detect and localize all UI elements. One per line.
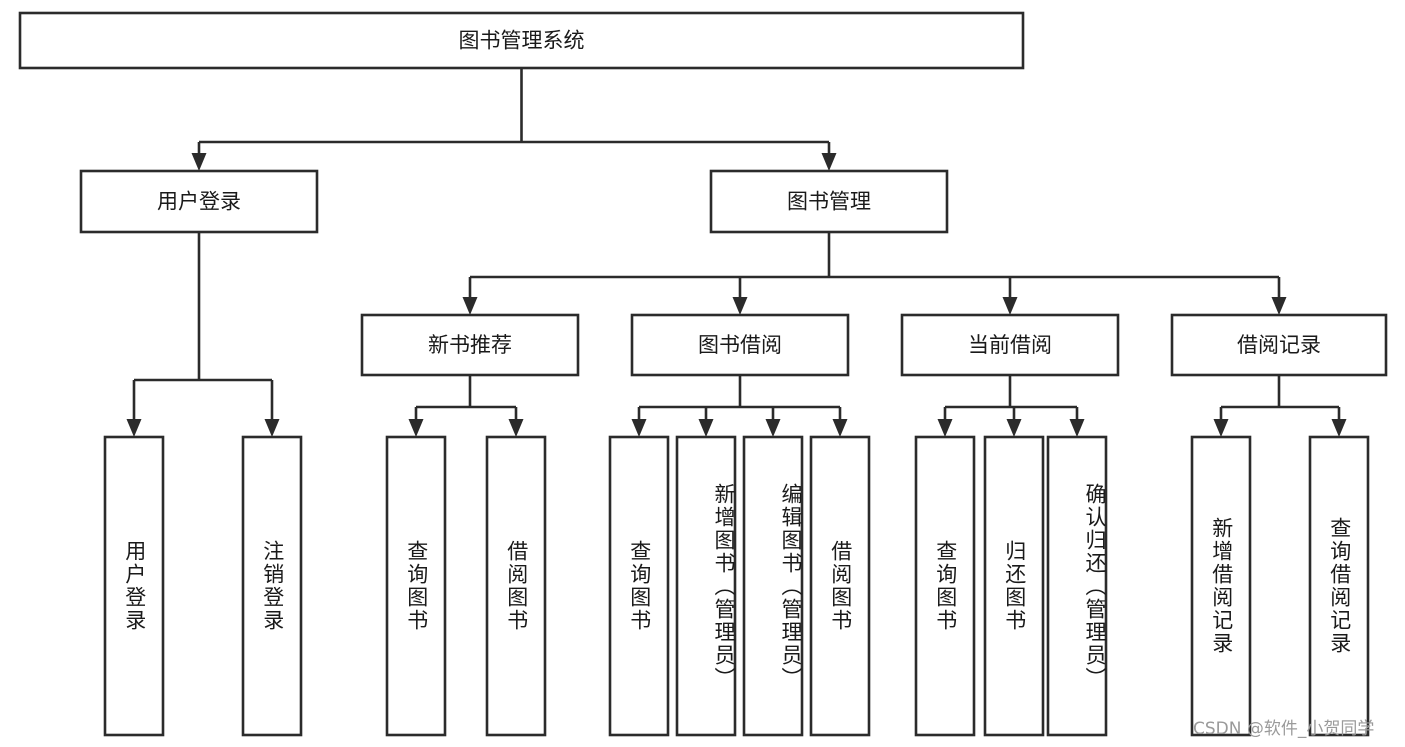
node-box-leaf-query-book-rec [385, 435, 447, 737]
node-box-root [18, 11, 1025, 70]
csdn-watermark: CSDN @软件_小贺同学 [1193, 719, 1375, 739]
node-leaf-confirm-return[interactable] [1046, 435, 1108, 737]
node-leaf-add-book[interactable] [675, 435, 737, 737]
node-box-leaf-query-book-borrow [608, 435, 670, 737]
arrow-head [832, 419, 848, 437]
node-label-user-login: 用户登录 [157, 190, 241, 214]
node-label-book-borrow: 图书借阅 [698, 333, 782, 357]
node-leaf-query-record[interactable] [1308, 435, 1370, 737]
node-label-new-book-recommend: 新书推荐 [428, 333, 512, 357]
node-leaf-borrow-book[interactable] [809, 435, 871, 737]
arrow-head [631, 419, 647, 437]
node-box-leaf-borrow-book-rec [485, 435, 547, 737]
node-box-leaf-query-record [1308, 435, 1370, 737]
arrow-head [1271, 297, 1287, 315]
node-new-book-recommend[interactable]: 新书推荐 [360, 313, 580, 377]
node-book-manage[interactable]: 图书管理 [709, 169, 949, 234]
arrow-head [408, 419, 424, 437]
arrow-head [821, 153, 837, 171]
arrow-head [264, 419, 280, 437]
node-leaf-query-book-borrow[interactable] [608, 435, 670, 737]
node-leaf-logout[interactable] [241, 435, 303, 737]
arrow-head [1006, 419, 1022, 437]
node-label-borrow-record: 借阅记录 [1237, 333, 1321, 357]
arrow-head [508, 419, 524, 437]
node-box-leaf-logout [241, 435, 303, 737]
node-box-leaf-borrow-book [809, 435, 871, 737]
node-borrow-record[interactable]: 借阅记录 [1170, 313, 1388, 377]
node-user-login[interactable]: 用户登录 [79, 169, 319, 234]
node-box-new-book-recommend [360, 313, 580, 377]
node-leaf-query-book-rec[interactable] [385, 435, 447, 737]
node-box-leaf-user-login [103, 435, 165, 737]
node-box-leaf-confirm-return [1046, 435, 1108, 737]
node-book-borrow[interactable]: 图书借阅 [630, 313, 850, 377]
arrow-head [191, 153, 207, 171]
node-leaf-user-login[interactable] [103, 435, 165, 737]
arrow-head [462, 297, 478, 315]
node-current-borrow[interactable]: 当前借阅 [900, 313, 1120, 377]
arrow-head [1213, 419, 1229, 437]
node-leaf-add-record[interactable] [1190, 435, 1252, 737]
node-leaf-query-book-current[interactable] [914, 435, 976, 737]
arrow-head [1069, 419, 1085, 437]
node-box-leaf-edit-book [742, 435, 804, 737]
node-box-borrow-record [1170, 313, 1388, 377]
node-box-leaf-add-record [1190, 435, 1252, 737]
node-box-user-login [79, 169, 319, 234]
arrow-head [732, 297, 748, 315]
arrow-head [765, 419, 781, 437]
arrow-head [937, 419, 953, 437]
node-label-current-borrow: 当前借阅 [968, 333, 1052, 357]
node-box-leaf-add-book [675, 435, 737, 737]
arrow-head [1331, 419, 1347, 437]
node-label-book-manage: 图书管理 [787, 190, 871, 214]
arrow-head [1002, 297, 1018, 315]
node-box-book-borrow [630, 313, 850, 377]
node-leaf-return-book[interactable] [983, 435, 1045, 737]
arrow-head [698, 419, 714, 437]
node-label-root: 图书管理系统 [459, 29, 585, 53]
node-leaf-borrow-book-rec[interactable] [485, 435, 547, 737]
node-leaf-edit-book[interactable] [742, 435, 804, 737]
node-box-leaf-return-book [983, 435, 1045, 737]
arrow-head [126, 419, 142, 437]
node-box-current-borrow [900, 313, 1120, 377]
node-box-leaf-query-book-current [914, 435, 976, 737]
node-box-book-manage [709, 169, 949, 234]
node-root[interactable]: 图书管理系统 [18, 11, 1025, 70]
